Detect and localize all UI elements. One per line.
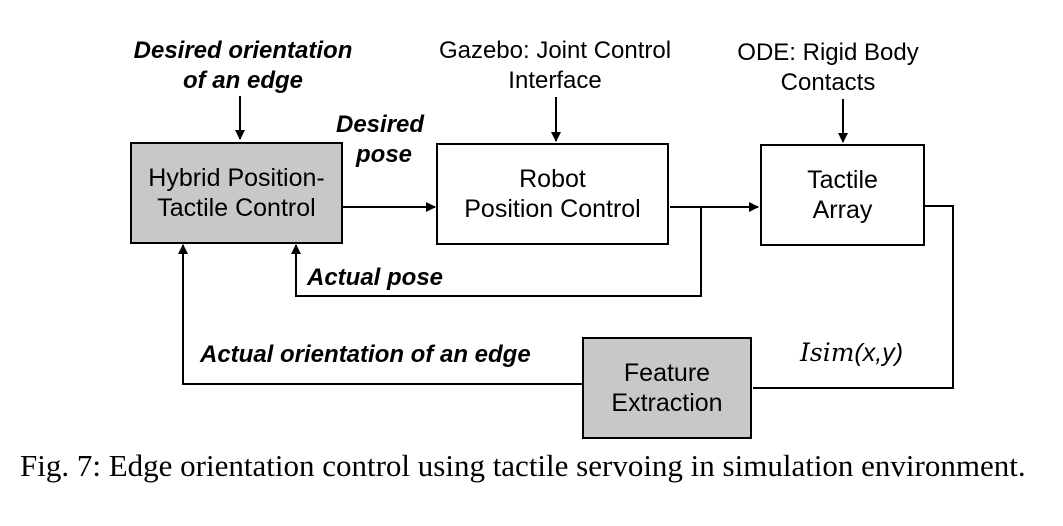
robot-label-line1: Robot	[519, 165, 586, 193]
feature-label-line1: Feature	[623, 359, 711, 387]
robot-label-line2: Position Control	[464, 195, 641, 223]
robot-position-control-box: Robot Position Control	[436, 143, 669, 245]
actual-pose-label: Actual pose	[307, 264, 444, 291]
hybrid-control-label-line2: Tactile Control	[157, 194, 316, 222]
tactile-label-line2: Array	[812, 196, 873, 224]
actual-orientation-feedback	[178, 244, 582, 385]
isim-signal-line	[753, 205, 954, 389]
actual-pose-feedback	[291, 207, 702, 297]
tactile-array-box: Tactile Array	[760, 144, 925, 246]
desired-pose-label: Desired pose	[336, 111, 425, 168]
gazebo-label: Gazebo: Joint Control Interface	[438, 37, 672, 94]
hybrid-control-label-line1: Hybrid Position-	[148, 164, 325, 192]
figure-caption: Fig. 7: Edge orientation control using t…	[20, 448, 1026, 483]
desired-orientation-label: Desired orientation of an edge	[133, 37, 353, 94]
hybrid-control-box: Hybrid Position- Tactile Control	[130, 142, 343, 244]
feature-label-line2: Extraction	[611, 389, 723, 417]
ode-label: ODE: Rigid Body Contacts	[737, 39, 919, 96]
tactile-label-line1: Tactile	[807, 166, 878, 194]
feature-extraction-box: Feature Extraction	[582, 337, 752, 439]
isim-label: Isim(x,y)	[800, 338, 904, 367]
actual-orientation-label: Actual orientation of an edge	[200, 341, 531, 368]
